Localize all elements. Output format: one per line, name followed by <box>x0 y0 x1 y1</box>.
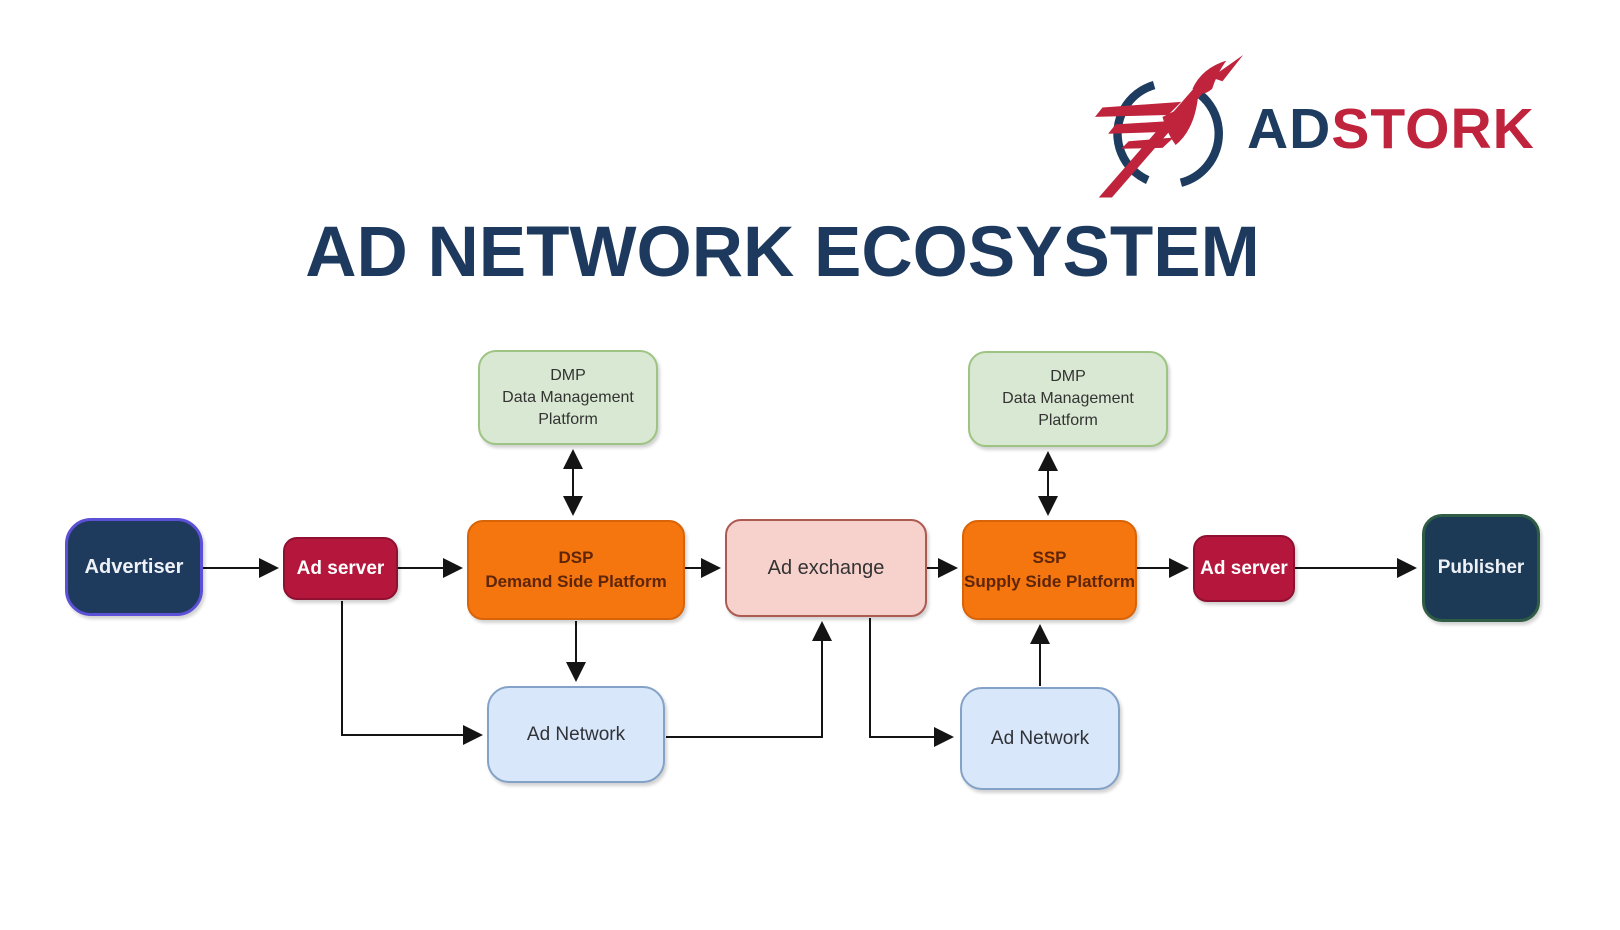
logo-word-stork: STORK <box>1331 97 1535 161</box>
logo-word-ad: AD <box>1247 97 1332 161</box>
node-ad-network-left: Ad Network <box>487 686 665 783</box>
node-ssp-name: Supply Side Platform <box>964 572 1135 591</box>
node-advertiser-label: Advertiser <box>84 555 184 578</box>
node-ad-network-right: Ad Network <box>960 687 1120 790</box>
logo-wordmark: ADSTORK <box>1247 101 1535 158</box>
node-advertiser: Advertiser <box>65 518 203 616</box>
connector-adserver-to-adnetwork-elbow <box>341 601 483 745</box>
node-dmp-left-name-line2: Platform <box>538 410 598 428</box>
node-dmp-right-name-line1: Data Management <box>1002 390 1134 407</box>
node-ad-exchange: Ad exchange <box>725 519 927 617</box>
node-dmp-left: DMP Data Management Platform <box>478 350 658 445</box>
node-ad-server-left-label: Ad server <box>296 557 385 579</box>
node-dmp-right: DMP Data Management Platform <box>968 351 1168 447</box>
node-dmp-left-name-line1: Data Management <box>502 388 634 406</box>
node-ad-server-right: Ad server <box>1193 535 1295 602</box>
node-dmp-right-name-line2: Platform <box>1038 412 1098 429</box>
node-ad-server-right-label: Ad server <box>1200 557 1288 579</box>
node-publisher-label: Publisher <box>1437 557 1525 578</box>
connector-adnetwork-to-adexchange-elbow <box>666 621 832 738</box>
node-ad-exchange-label: Ad exchange <box>767 556 885 579</box>
node-ad-server-left: Ad server <box>283 537 398 600</box>
adstork-logo: ADSTORK <box>1095 52 1555 207</box>
node-ad-network-left-label: Ad Network <box>526 723 626 745</box>
node-dsp: DSP Demand Side Platform <box>467 520 685 620</box>
node-dmp-right-acronym: DMP <box>1050 368 1086 385</box>
stork-bird-in-circle-icon <box>1095 54 1244 197</box>
node-publisher: Publisher <box>1422 514 1540 622</box>
node-dsp-acronym: DSP <box>558 548 594 567</box>
node-ad-network-right-label: Ad Network <box>990 727 1090 749</box>
node-dsp-name: Demand Side Platform <box>485 572 667 591</box>
page-title: AD NETWORK ECOSYSTEM <box>305 213 1260 292</box>
connector-adexchange-to-adnetwork-elbow <box>869 618 954 747</box>
node-dmp-left-acronym: DMP <box>550 366 586 384</box>
node-ssp-acronym: SSP <box>1032 548 1067 567</box>
node-ssp: SSP Supply Side Platform <box>962 520 1137 620</box>
